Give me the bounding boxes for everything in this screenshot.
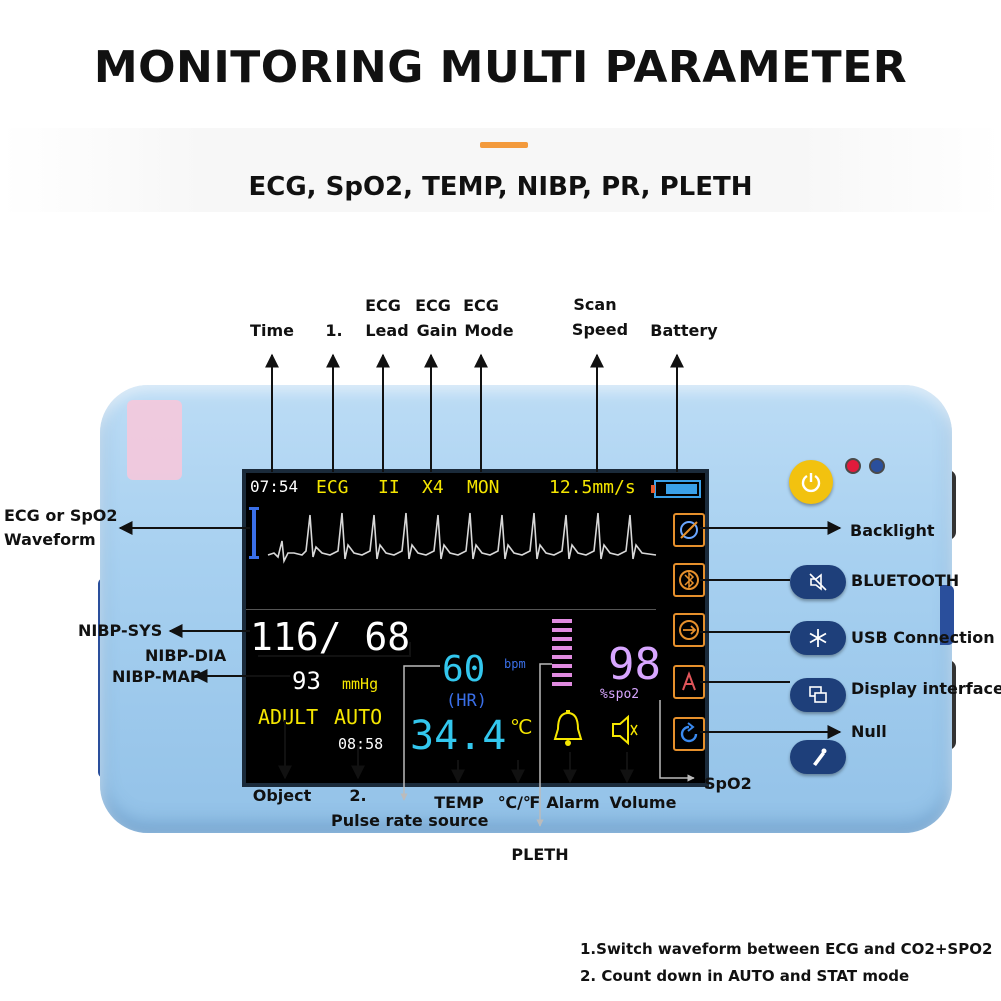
device-side-panel-right [940,585,954,645]
label-ecg-lead-1: ECG [365,296,401,315]
screen-mode: ECG [316,477,349,498]
windows-icon [809,686,827,703]
label-waveform-1: ECG or SpO2 [4,506,118,525]
alarm-bell-icon [553,710,583,746]
label-scan-speed-1: Scan [573,295,617,314]
screen-ecg-mode: MON [467,477,500,498]
power-button[interactable] [789,460,833,504]
label-ecg-lead-2: Lead [365,321,409,340]
label-spo2: SpO2 [704,774,752,793]
footnote-2: 2. Count down in AUTO and STAT mode [580,967,910,985]
label-time: Time [250,321,294,340]
temp-value: 34.4 [410,713,507,759]
label-nibp-map: NIBP-MAP [112,667,202,686]
label-volume: Volume [609,793,677,812]
ecg-waveform [249,507,657,564]
label-display-interface: Display interface [851,679,1001,698]
accent-bar [480,142,528,148]
label-temp-unit: ℃/℉ [497,793,541,812]
label-note-2: 2. [349,786,367,805]
usb-icon[interactable] [673,613,705,647]
status-led-red [845,458,861,474]
label-pleth: PLETH [511,845,569,864]
screen-gain: X4 [422,477,444,498]
label-waveform-2: Waveform [4,530,96,549]
screen-scan-speed: 12.5mm/s [549,477,636,498]
page-subtitle: ECG, SpO2, TEMP, NIBP, PR, PLETH [248,172,753,202]
label-pulse-rate-source: Pulse rate source [331,811,489,830]
screen-lead: II [378,477,400,498]
label-null: Null [851,722,887,741]
nibp-value: 116/ 68 [250,615,411,659]
pleth-bar [552,619,572,686]
label-backlight: Backlight [850,521,935,540]
snowflake-icon [809,629,827,647]
label-usb-connection: USB Connection [851,628,995,647]
freeze-button[interactable] [790,621,846,655]
hr-label: (HR) [446,691,487,711]
label-alarm: Alarm [546,793,600,812]
label-ecg-mode-2: Mode [464,321,514,340]
status-led-blue [869,458,885,474]
label-ecg-mode-1: ECG [463,296,499,315]
page-title: MONITORING MULTI PARAMETER [93,42,908,93]
temp-unit: ℃ [510,715,533,739]
label-nibp-dia: NIBP-DIA [145,646,227,665]
power-icon [801,473,821,493]
footnote-1: 1.Switch waveform between ECG and CO2+SP… [580,940,993,958]
pump-icon [813,748,827,766]
refresh-icon[interactable] [673,717,705,751]
backlight-icon[interactable] [673,513,705,547]
battery-icon [651,480,701,498]
display-switch-button[interactable] [790,678,846,712]
label-scan-speed-2: Speed [571,320,629,339]
mute-icon [809,573,827,591]
monitor-screen: 07:54 ECG II X4 MON 12.5mm/s 116/ 68 93 … [242,469,709,787]
label-temp: TEMP [434,793,484,812]
nibp-map-value: 93 [292,667,321,695]
spo2-value: 98 [608,639,661,690]
label-note-1: 1. [325,321,343,340]
hr-value: 60 [442,649,486,690]
object-value: ADULT [258,705,319,729]
label-ecg-gain-2: Gain [416,321,458,340]
alarm-light [127,400,182,480]
hr-unit: bpm [504,657,526,671]
label-nibp-sys: NIBP-SYS [78,621,163,640]
nibp-start-button[interactable] [790,740,846,774]
nibp-auto-mode: AUTO [334,705,383,729]
label-ecg-gain-1: ECG [415,296,451,315]
silence-alarm-button[interactable] [790,565,846,599]
nibp-unit: mmHg [342,675,379,693]
countdown-value: 08:58 [338,735,384,753]
screen-time: 07:54 [250,477,299,496]
screen-divider [246,609,656,610]
volume-muted-icon [612,714,638,746]
label-bluetooth: BLUETOOTH [851,571,960,590]
spo2-label: %spo2 [600,687,640,702]
label-object: Object [252,786,312,805]
label-battery: Battery [650,321,718,340]
